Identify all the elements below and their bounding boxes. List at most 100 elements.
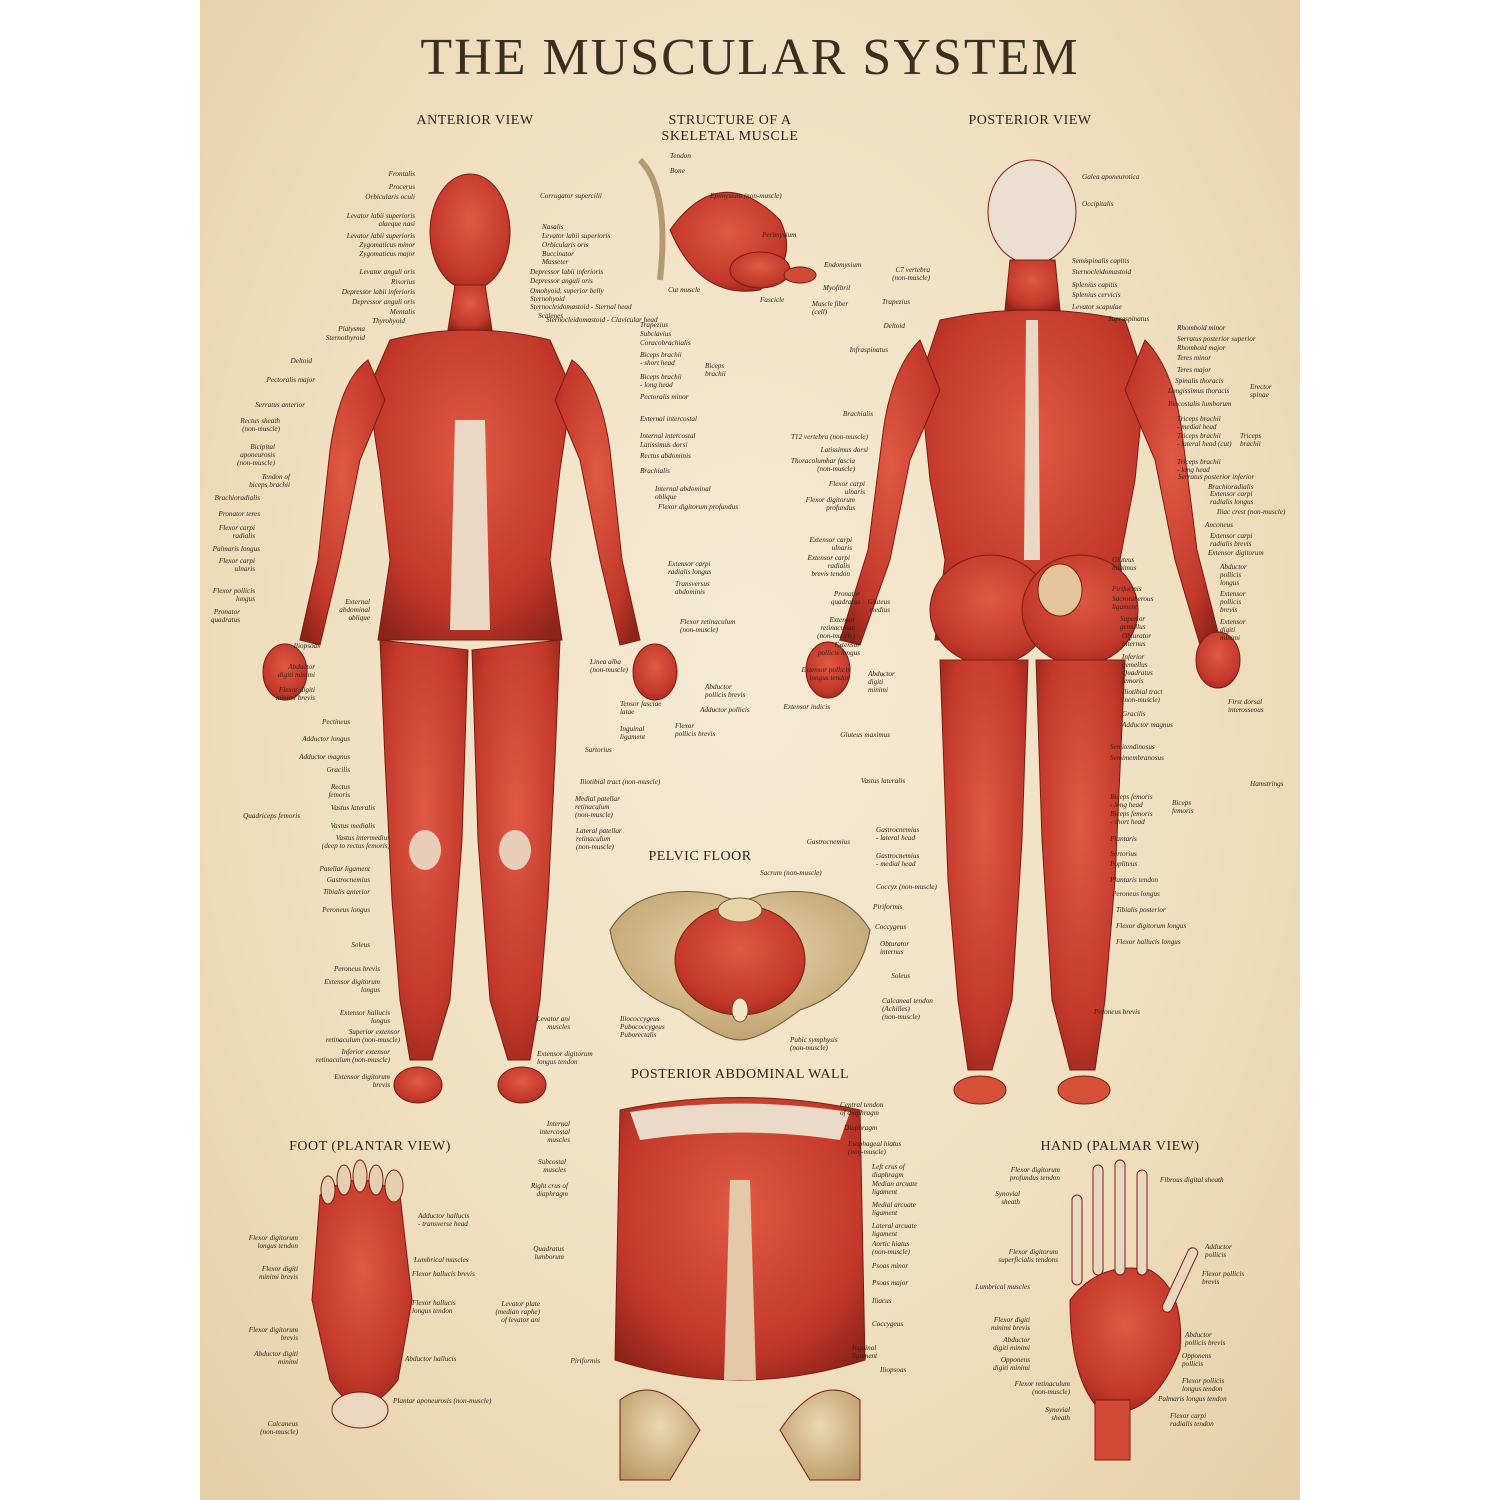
anatomy-label: Left crus of diaphragm xyxy=(872,1163,905,1179)
anatomy-label: Biceps brachii - long head xyxy=(640,373,682,389)
anatomy-label: Medial arcuate ligament xyxy=(872,1201,916,1217)
anatomy-label: Splenius cervicis xyxy=(1072,291,1121,299)
anatomy-label: Semitendinosus xyxy=(1110,743,1155,751)
anatomy-label: Myofibril xyxy=(823,284,851,292)
anatomy-label: First dorsal interosseous xyxy=(1228,698,1264,714)
anatomy-label: Gracilis xyxy=(326,766,350,774)
anatomy-label: Esophageal hiatus (non-muscle) xyxy=(848,1140,902,1156)
anatomy-label: Abductor digiti minimi xyxy=(868,670,895,694)
anatomy-label: Levator labii superioris xyxy=(542,232,611,240)
anatomy-label: Patellar ligament xyxy=(319,865,370,873)
anatomy-label: Coccygeus xyxy=(875,923,907,931)
anatomy-label: Lumbrical muscles xyxy=(975,1283,1030,1291)
anatomy-label: Thyrohyoid xyxy=(372,317,405,325)
anatomy-label: Extensor indicis xyxy=(783,703,830,711)
anatomy-label: Peroneus brevis xyxy=(1094,1008,1140,1016)
anatomy-label: Cut muscle xyxy=(668,286,701,294)
anatomy-label: Adductor pollicis xyxy=(700,706,750,714)
anatomy-label: Longissimus thoracis xyxy=(1168,387,1230,395)
anatomy-label: Levator ani muscles xyxy=(536,1015,570,1031)
foot-plantar-figure xyxy=(311,1159,413,1429)
anatomy-label: Extensor pollicis longus xyxy=(817,641,860,657)
anatomy-label: Pronator quadratus xyxy=(210,608,240,624)
anatomy-label: Abductor digiti minimi xyxy=(993,1336,1030,1352)
pelvic-floor-figure xyxy=(609,891,871,1041)
anatomy-label: Extensor pollicis brevis xyxy=(1220,590,1246,614)
anatomy-label: Psoas minor xyxy=(872,1262,909,1270)
anatomy-label: Thoracolumbar fascia (non-muscle) xyxy=(790,457,855,473)
anatomy-label: Flexor digitorum brevis xyxy=(248,1326,298,1342)
anatomy-label: Brachioradialis xyxy=(214,494,260,502)
anatomy-label: Central tendon of diaphragm xyxy=(840,1101,884,1117)
anatomy-label: Tibialis anterior xyxy=(323,888,370,896)
anatomy-label: Extensor pollicis longus tendon xyxy=(801,666,850,682)
posterior-abdominal-wall-heading: POSTERIOR ABDOMINAL WALL xyxy=(630,1067,850,1082)
anatomy-label: Inferior extensor retinaculum (non-muscl… xyxy=(315,1048,390,1064)
anatomy-label: Vastus intermedius (deep to rectus femor… xyxy=(321,834,390,850)
anatomy-label: Zygomaticus minor xyxy=(359,241,415,249)
anatomy-label: Sternothyroid xyxy=(325,334,365,342)
anatomy-label: Flexor digitorum profundus xyxy=(805,496,855,512)
anterior-figure xyxy=(262,173,678,1104)
anatomy-label: Subcostal muscles xyxy=(538,1158,566,1174)
anatomy-label: Anconeus xyxy=(1205,521,1233,529)
anatomy-label: Adductor magnus xyxy=(299,753,350,761)
anatomy-label: Abductor pollicis brevis xyxy=(705,683,746,699)
anatomy-label: Levator labii superioris alaeque nasi xyxy=(346,212,415,228)
anatomy-label: Medial patellar retinaculum (non-muscle) xyxy=(575,795,620,819)
anatomy-label: Depressor labii inferioris xyxy=(341,288,415,296)
anatomy-label: Extensor hallucis longus xyxy=(339,1009,390,1025)
anatomy-label: Quadratus femoris xyxy=(1122,669,1153,685)
anatomy-label: Coracobrachialis xyxy=(640,339,691,347)
anatomy-label: Superior extensor retinaculum (non-muscl… xyxy=(325,1028,400,1044)
anatomy-label: Extensor carpi radialis brevis xyxy=(1210,532,1253,548)
anatomy-label: Iliococcygeus Pubococcygeus Puborectalis xyxy=(620,1015,665,1039)
anatomy-label: Flexor hallucis longus tendon xyxy=(412,1299,456,1315)
anatomy-label: Lateral patellar retinaculum (non-muscle… xyxy=(576,827,622,851)
anatomy-label: Tensor fasciae latae xyxy=(620,700,662,716)
anatomy-label: Procerus xyxy=(388,183,415,191)
anatomy-label: Iliacus xyxy=(872,1297,892,1305)
anatomy-label: Piriformis xyxy=(570,1357,600,1365)
anatomy-label: Rectus femoris xyxy=(328,783,350,799)
anatomy-label: Mentalis xyxy=(389,308,415,316)
anatomy-label: Obturator internus xyxy=(880,940,910,956)
anatomy-label: Muscle fiber (cell) xyxy=(812,300,849,316)
anatomy-label: Palmaris longus xyxy=(212,545,260,553)
anatomy-label: Orbicularis oris xyxy=(542,241,589,249)
anatomy-label: Erector spinae xyxy=(1250,383,1272,399)
anatomy-label: Plantaris xyxy=(1110,835,1137,843)
anatomy-label: Iliotibial tract (non-muscle) xyxy=(580,778,661,786)
anatomy-label: Sartorius xyxy=(1110,850,1137,858)
anatomy-label: Buccinator xyxy=(542,250,574,258)
anatomy-label: Flexor digiti minimi brevis xyxy=(275,686,315,702)
anatomy-label: Synovial sheath xyxy=(995,1190,1020,1206)
anatomy-label: Flexor digitorum profundus xyxy=(658,503,738,511)
anatomy-label: Levator anguli oris xyxy=(359,268,415,276)
anatomy-label: Soleus xyxy=(351,941,370,949)
anatomy-label: T12 vertebra (non-muscle) xyxy=(790,433,868,441)
anatomy-label: Psoas major xyxy=(872,1279,909,1287)
anatomy-label: Soleus xyxy=(891,972,910,980)
anatomy-label: Internal intercostal xyxy=(640,432,696,440)
anatomy-label: Tendon of biceps brachii xyxy=(249,473,290,489)
anatomy-label: Pectineus xyxy=(322,718,350,726)
anatomy-label: Peroneus longus xyxy=(1112,890,1160,898)
anatomy-label: Flexor pollicis brevis xyxy=(675,722,716,738)
anatomy-label: Pronator quadratus xyxy=(830,590,860,606)
anatomy-label: Inguinal ligament xyxy=(620,725,646,741)
anatomy-label: Flexor hallucis longus xyxy=(1116,938,1181,946)
anatomy-label: Flexor digitorum superficialis tendons xyxy=(998,1248,1058,1264)
anatomy-label: Gastrocnemius xyxy=(806,838,850,846)
anatomy-label: Abductor hallucis xyxy=(405,1355,457,1363)
anatomy-label: Depressor anguli oris xyxy=(352,298,415,306)
anatomy-label: Plantaris tendon xyxy=(1110,876,1159,884)
anatomy-label: Gastrocnemius - medial head xyxy=(876,852,920,868)
anatomy-label: Superior gemellus xyxy=(1120,615,1146,631)
anatomy-label: Calcaneus (non-muscle) xyxy=(260,1420,298,1436)
anatomy-label: Gracilis xyxy=(1122,710,1146,718)
anatomy-label: Vastus medialis xyxy=(330,822,375,830)
anatomy-label: Rhomboid minor xyxy=(1177,324,1226,332)
skeletal-muscle-structure-heading: STRUCTURE OF A SKELETAL MUSCLE xyxy=(661,113,799,144)
anatomy-label: Peroneus brevis xyxy=(334,965,380,973)
